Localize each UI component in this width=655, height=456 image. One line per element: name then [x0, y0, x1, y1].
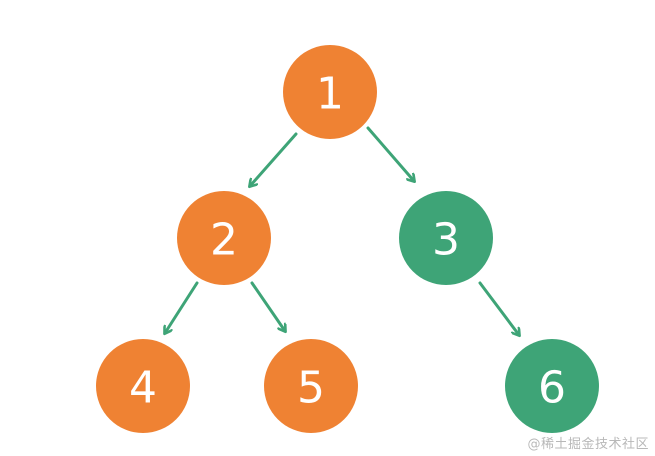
node-circle-6 — [505, 339, 599, 433]
node-label-1: 1 — [316, 69, 344, 120]
node-label-3: 3 — [432, 215, 460, 266]
node-circle-3 — [399, 191, 493, 285]
edge-1-3 — [366, 126, 414, 181]
node-label-2: 2 — [210, 215, 238, 266]
node-label-5: 5 — [297, 363, 325, 414]
tree-node-3: 3 — [399, 191, 493, 285]
tree-node-1: 1 — [283, 45, 377, 139]
edge-2-4 — [165, 281, 199, 333]
tree-node-2: 2 — [177, 191, 271, 285]
tree-node-5: 5 — [264, 339, 358, 433]
edge-2-5 — [250, 281, 285, 331]
node-circle-5 — [264, 339, 358, 433]
watermark-text: @稀土掘金技术社区 — [527, 437, 649, 452]
node-label-4: 4 — [129, 363, 157, 414]
edge-1-2 — [250, 132, 298, 186]
tree-node-4: 4 — [96, 339, 190, 433]
node-circle-2 — [177, 191, 271, 285]
node-circle-1 — [283, 45, 377, 139]
node-circle-4 — [96, 339, 190, 433]
node-label-6: 6 — [538, 363, 566, 414]
edge-3-6 — [478, 281, 519, 335]
tree-node-6: 6 — [505, 339, 599, 433]
